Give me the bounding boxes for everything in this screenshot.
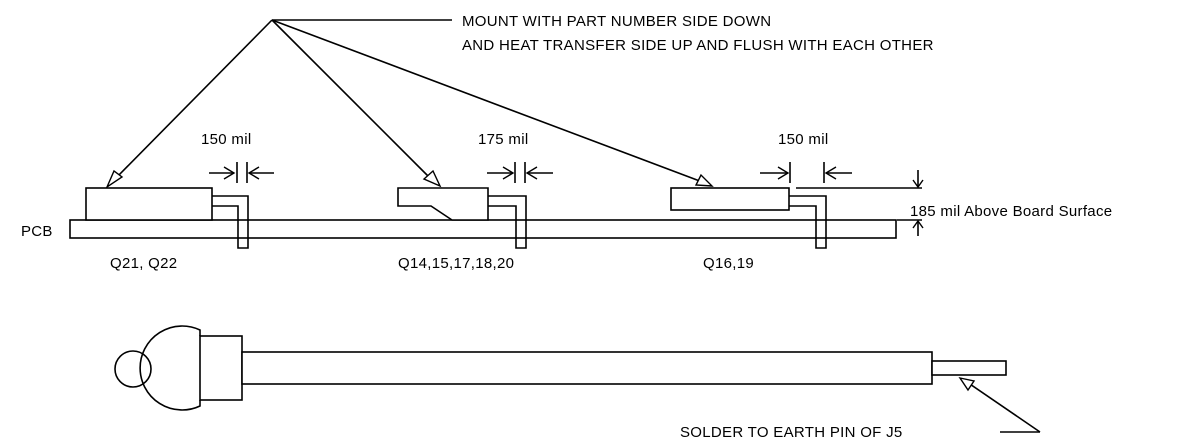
height-dimension: 185 mil Above Board Surface	[796, 170, 1112, 236]
arrowhead-q16	[694, 173, 714, 187]
pcb-board	[69, 219, 897, 239]
q21-lead	[212, 195, 249, 249]
note-leader-to-q16	[271, 19, 706, 184]
earth-lug-assembly: SOLDER TO EARTH PIN OF J5	[114, 325, 1041, 440]
note-leader-to-q21	[113, 19, 273, 181]
pcb-label: PCB	[21, 223, 53, 240]
earth-leader	[963, 379, 1041, 433]
note-leader-to-q14	[271, 19, 433, 181]
ring-crimp-barrel	[199, 335, 243, 401]
mounting-note: MOUNT WITH PART NUMBER SIDE DOWN AND HEA…	[105, 13, 934, 189]
arrowhead-q21	[105, 169, 124, 189]
part-q16-q19: 150 mil Q16,19	[670, 131, 852, 272]
q16-dim-arrowhead-left	[777, 166, 790, 180]
ring-lug	[139, 325, 201, 411]
height-dim-arrowhead-top	[912, 179, 924, 189]
q16-designator: Q16,19	[703, 255, 754, 272]
q21-dimension-label: 150 mil	[201, 131, 251, 148]
q16-dim-arrowhead-right	[824, 166, 837, 180]
earth-note: SOLDER TO EARTH PIN OF J5	[680, 424, 903, 440]
height-dim-arrowhead-bottom	[912, 219, 924, 229]
q16-lead	[789, 195, 827, 249]
q14-dim-arrowhead-right	[525, 166, 538, 180]
q14-dimension-label: 175 mil	[478, 131, 528, 148]
q21-dim-arrowhead-right	[247, 166, 260, 180]
q16-dimension-label: 150 mil	[778, 131, 828, 148]
mounting-note-line-2: AND HEAT TRANSFER SIDE UP AND FLUSH WITH…	[462, 37, 934, 54]
part-q21-q22: 150 mil Q21, Q22	[85, 131, 274, 272]
q21-designator: Q21, Q22	[110, 255, 177, 272]
earth-leader-arrowhead	[958, 376, 976, 392]
ring-lug-hole	[114, 350, 152, 388]
q14-package-body	[397, 187, 489, 221]
q21-package-body	[85, 187, 213, 221]
q14-lead	[488, 195, 527, 249]
q16-package-body	[670, 187, 790, 211]
stripped-wire-end	[931, 360, 1007, 376]
mounting-note-line-1: MOUNT WITH PART NUMBER SIDE DOWN	[462, 13, 771, 30]
part-q14-group: 175 mil Q14,15,17,18,20	[397, 131, 553, 272]
insulated-wire	[241, 351, 933, 385]
arrowhead-q14	[422, 169, 442, 188]
q14-dim-arrowhead-left	[502, 166, 515, 180]
height-note: 185 mil Above Board Surface	[910, 203, 1112, 220]
q21-dim-arrowhead-left	[223, 166, 236, 180]
pcb: PCB	[21, 219, 897, 240]
q14-designator: Q14,15,17,18,20	[398, 255, 514, 272]
